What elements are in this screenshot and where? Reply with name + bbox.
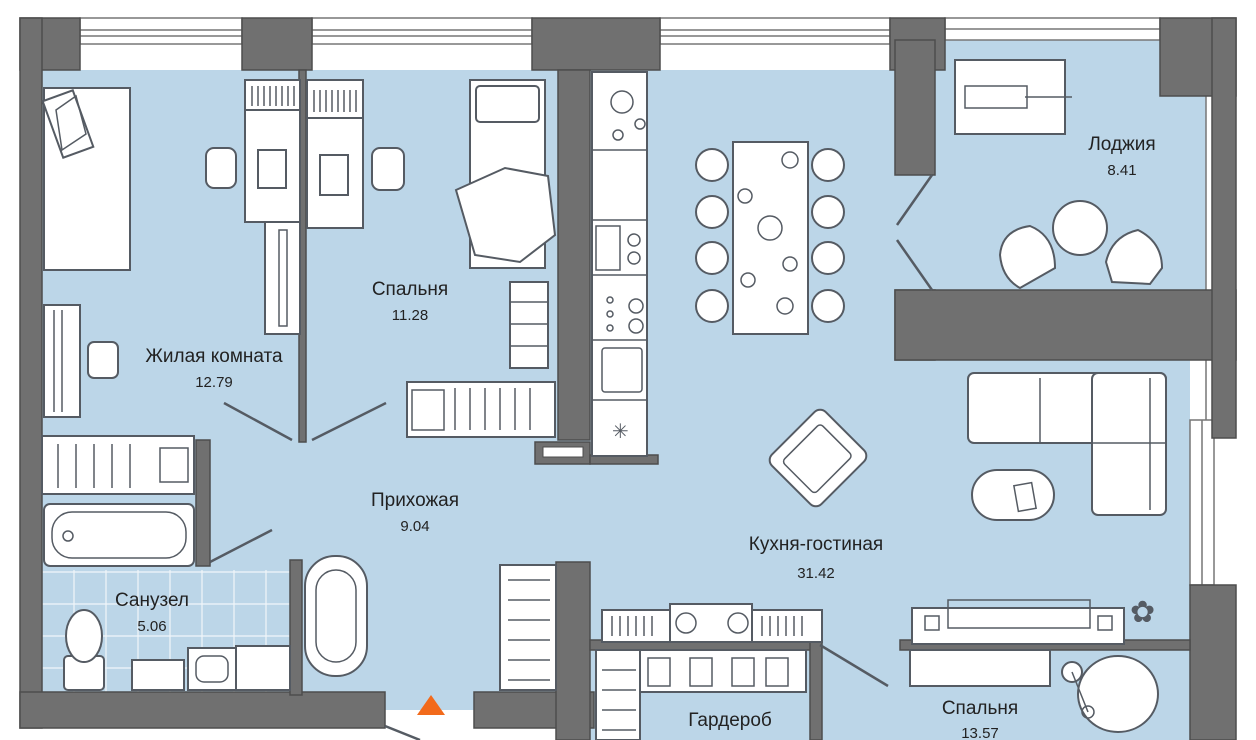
wall-bottom-left xyxy=(19,691,386,729)
wall-loggia-left xyxy=(894,39,936,176)
room-name-wardrobe: Гардероб xyxy=(688,710,772,731)
bathroom-fixtures xyxy=(43,503,291,691)
room-area-kitchen-living: 31.42 xyxy=(797,565,835,582)
room-name-living-room: Жилая комната xyxy=(145,346,283,367)
pillow xyxy=(41,89,95,159)
pillow-bedroom xyxy=(475,85,540,123)
flower-icon: ✿ xyxy=(1130,595,1155,630)
armchair xyxy=(768,408,868,508)
laptop-left xyxy=(257,149,287,189)
wall-wardrobe-divider xyxy=(809,639,823,740)
shoe-rack xyxy=(499,564,557,691)
room-name-loggia: Лоджия xyxy=(1088,134,1155,155)
room-area-hallway: 9.04 xyxy=(400,518,429,535)
wall-panel-left xyxy=(264,221,301,335)
wall-bath-hall xyxy=(195,439,211,567)
door-swings xyxy=(209,174,934,740)
wall-loggia-bottom xyxy=(894,289,1237,361)
toilet-bowl xyxy=(65,609,103,663)
sink xyxy=(601,347,643,393)
room-name-bathroom: Санузел xyxy=(115,590,189,611)
vanity xyxy=(235,645,291,691)
hallway-furniture xyxy=(41,435,557,715)
bookshelf-left xyxy=(244,79,301,111)
room-labels: Жилая комната 12.79 Спальня 11.28 Лоджия… xyxy=(115,134,1156,740)
bathroom-sink xyxy=(187,647,237,691)
room-area-bedroom-large: 13.57 xyxy=(961,725,999,740)
room-area-loggia: 8.41 xyxy=(1107,162,1136,179)
dining-table xyxy=(732,141,809,335)
chair-right xyxy=(371,147,405,191)
round-table xyxy=(1052,200,1108,256)
room-area-living-room: 12.79 xyxy=(195,374,233,391)
pouf-hallway xyxy=(304,555,368,677)
wall-wardrobe xyxy=(555,561,591,740)
tv-stand xyxy=(911,607,1125,645)
washing-machine xyxy=(131,659,185,691)
tv xyxy=(947,599,1091,629)
bedroom-small-furniture xyxy=(306,79,557,438)
stereo xyxy=(669,603,753,643)
lounge-furniture: ✿ xyxy=(768,372,1167,645)
bedroom-armchair xyxy=(1077,655,1159,733)
window-bedroom-small xyxy=(311,17,533,45)
window-living xyxy=(79,17,243,45)
living-room-furniture xyxy=(41,79,301,418)
room-name-bedroom-small: Спальня xyxy=(372,279,448,300)
wall-bath-right xyxy=(289,559,303,696)
coffee-table-oval xyxy=(971,469,1055,521)
room-name-hallway: Прихожая xyxy=(371,490,459,511)
wall-right xyxy=(1211,17,1237,439)
oven xyxy=(595,225,621,271)
lounge-chair-right xyxy=(1104,228,1164,286)
room-name-bedroom-large: Спальня xyxy=(942,698,1018,719)
loggia-furniture xyxy=(954,59,1164,290)
bedroom-large-furniture xyxy=(909,649,1159,733)
hallway-closet xyxy=(41,435,195,495)
entrance-arrow-icon xyxy=(417,695,445,715)
wardrobe-furniture xyxy=(595,603,823,740)
lounge-chair-left xyxy=(998,224,1057,290)
kitchen-furniture: ✳ xyxy=(591,71,845,457)
star-icon: ✳ xyxy=(612,419,629,443)
window-kitchen xyxy=(659,17,891,45)
room-name-kitchen-living: Кухня-гостиная xyxy=(749,534,883,555)
sofa-corner xyxy=(1091,372,1167,516)
chair-left xyxy=(205,147,237,189)
wall-left xyxy=(19,17,43,729)
room-area-bathroom: 5.06 xyxy=(137,618,166,635)
room-area-bedroom-small: 11.28 xyxy=(392,307,428,324)
wardrobe-rack xyxy=(595,649,641,740)
laptop-right xyxy=(319,154,349,196)
wall-top-mid1 xyxy=(241,17,313,71)
ottoman xyxy=(87,341,119,379)
bedroom-bench xyxy=(909,649,1051,687)
bathtub xyxy=(43,503,195,567)
wall-kitchen-column xyxy=(557,69,591,441)
dining-chairs xyxy=(695,148,845,323)
ladder xyxy=(509,281,549,369)
wall-stub-inner xyxy=(542,446,584,458)
wall-top-mid2 xyxy=(531,17,661,71)
bookshelf-right xyxy=(306,79,364,119)
wall-right-lower xyxy=(1189,584,1237,740)
